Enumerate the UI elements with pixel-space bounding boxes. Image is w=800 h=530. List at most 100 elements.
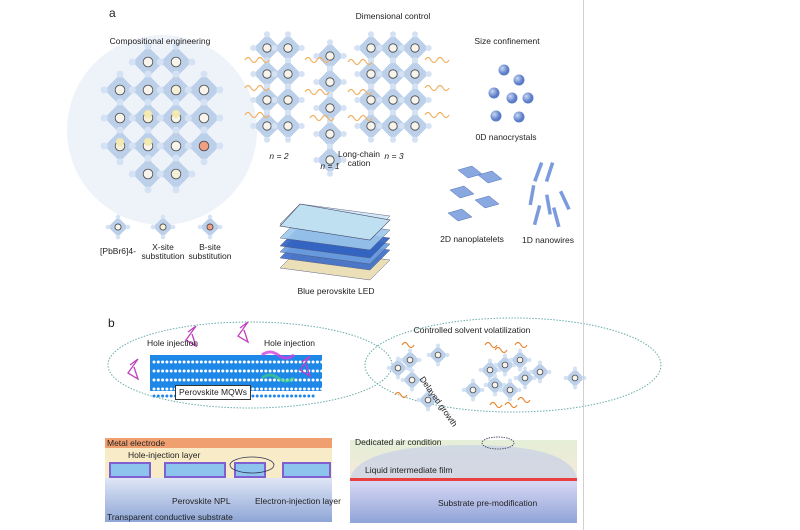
mqw-gap: [255, 387, 259, 391]
nanocrystal: [506, 92, 518, 104]
mqw-gap: [320, 378, 324, 382]
cation-chain: [309, 114, 335, 122]
cation-chain: [401, 341, 415, 349]
mqw-gap: [178, 360, 182, 364]
metal-electrode-label: Metal electrode: [107, 438, 166, 448]
halide-atom: [200, 158, 208, 166]
halide-atom: [156, 86, 164, 94]
mqw-gap: [303, 387, 306, 391]
lead-atom: [406, 356, 414, 364]
octahedron: [197, 214, 223, 240]
halide-atom: [425, 44, 432, 52]
halide-atom: [532, 375, 537, 381]
octahedron: [528, 360, 552, 384]
halide-atom: [398, 357, 403, 363]
legend-x-site: X-site substitution: [141, 242, 185, 261]
halide-atom: [367, 109, 375, 116]
mqw-gap: [199, 378, 203, 382]
halide-atom: [528, 369, 533, 375]
mqw-gap: [217, 378, 220, 382]
halide-atom: [128, 58, 136, 66]
mqw-gap: [251, 387, 255, 391]
halide-atom: [144, 42, 152, 50]
mqw-gap: [199, 369, 203, 373]
lead-atom: [114, 112, 126, 124]
mqw-gap: [195, 369, 199, 373]
halide-atom: [435, 343, 441, 348]
mqw-gap: [186, 369, 190, 373]
lead-atom: [170, 168, 182, 180]
label-n3: n = 3: [384, 151, 404, 161]
halide-atom: [184, 86, 192, 94]
dimensional-lattice: [244, 31, 450, 177]
octahedron: [156, 42, 196, 82]
halide-atom: [354, 70, 361, 78]
mqw-gap: [191, 360, 195, 364]
octahedron: [461, 378, 485, 402]
mqw-dot: [156, 394, 160, 398]
mqw-gap: [152, 378, 156, 382]
mqw-gap: [156, 378, 160, 382]
lead-atom: [198, 84, 210, 96]
lead-atom: [159, 223, 167, 231]
emission-arrow: [261, 373, 295, 383]
legend-pbbr6: [PbBr6]4-: [100, 246, 136, 256]
halide-atom: [492, 392, 498, 397]
mqw-gap: [225, 360, 229, 364]
lead-atom: [198, 140, 210, 152]
mqw-gap: [320, 369, 324, 373]
halide-atom: [389, 31, 397, 38]
octahedron: [271, 109, 305, 143]
nanoplatelet: [447, 208, 473, 222]
halide-atom: [389, 109, 397, 116]
cation-chain: [394, 391, 408, 399]
mqw-gap: [152, 369, 156, 373]
halide-atom: [411, 31, 419, 38]
halide-atom: [376, 70, 383, 78]
mqw-gap: [152, 360, 156, 364]
mqw-gap: [255, 378, 259, 382]
halide-atom: [115, 214, 121, 220]
nanowire: [528, 184, 536, 206]
halide-atom: [425, 122, 432, 130]
cation-chain: [489, 401, 503, 409]
mqw-gap: [315, 369, 319, 373]
mqw-gap: [307, 378, 311, 382]
halide-atom: [461, 387, 466, 393]
halide-atom: [563, 375, 568, 381]
halide-atom: [435, 397, 440, 403]
mqw-gap: [169, 387, 173, 391]
mqw-gap: [199, 360, 203, 364]
mqw-gap: [285, 369, 289, 373]
halide-atom: [398, 122, 405, 130]
halide-atom: [128, 114, 136, 122]
halide-atom: [354, 44, 361, 52]
halide-atom: [271, 122, 278, 130]
label-2d: 2D nanoplatelets: [440, 234, 504, 244]
mqw-gap: [195, 378, 199, 382]
lead-atom: [283, 121, 293, 131]
halide-atom: [271, 44, 278, 52]
mqw-gap: [260, 369, 263, 373]
label-n2: n = 2: [269, 151, 289, 161]
halide-atom: [340, 52, 347, 60]
metal-layer: [105, 438, 332, 448]
halide-atom: [498, 387, 503, 393]
mqw-dot: [251, 394, 255, 398]
lead-atom: [394, 364, 402, 372]
halide-atom: [250, 96, 257, 104]
halide-atom: [537, 379, 543, 384]
mqw-gap: [208, 378, 212, 382]
lead-atom: [170, 84, 182, 96]
halide-atom: [188, 58, 196, 66]
halide-atom: [407, 348, 413, 353]
halide-atom: [326, 170, 334, 177]
mqw-gap: [268, 378, 272, 382]
octahedron: [498, 378, 522, 402]
nanocrystal: [498, 64, 510, 76]
mqw-gap: [268, 387, 272, 391]
cation-chain: [347, 114, 373, 122]
halide-atom: [298, 96, 305, 104]
mqw-dot: [290, 394, 294, 398]
halide-atom: [216, 114, 224, 122]
